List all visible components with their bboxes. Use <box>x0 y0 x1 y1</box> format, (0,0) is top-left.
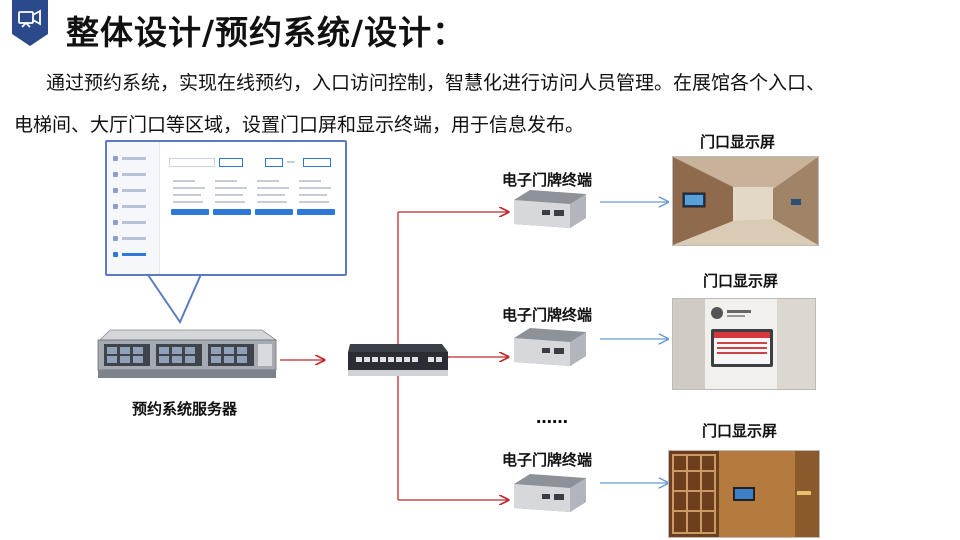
video-camera-icon <box>18 9 41 28</box>
intro-line-2: 电梯间、大厅门口等区域，设置门口屏和显示终端，用于信息发布。 <box>14 114 585 136</box>
door-screen-photo-1 <box>672 156 819 246</box>
door-screen-photo-2 <box>672 298 816 390</box>
screen-label-3: 门口显示屏 <box>702 422 778 440</box>
panel-sidebar <box>107 142 160 274</box>
ellipsis: …… <box>536 408 568 427</box>
intro-paragraph: 通过预约系统，实现在线预约，入口访问控制，智慧化进行访问人员管理。在展馆各个入口… <box>14 62 944 146</box>
header-badge <box>12 0 48 46</box>
door-screen-photo-3 <box>668 450 820 538</box>
page-title: 整体设计/预约系统/设计： <box>66 13 467 52</box>
terminal-label-1: 电子门牌终端 <box>502 171 593 189</box>
network-switch-image <box>348 344 448 376</box>
terminal-box-1 <box>514 190 586 228</box>
screen-label-1: 门口显示屏 <box>700 133 776 151</box>
software-panel <box>105 140 347 276</box>
intro-line-1: 通过预约系统，实现在线预约，入口访问控制，智慧化进行访问人员管理。在展馆各个入口… <box>46 72 826 94</box>
server-label: 预约系统服务器 <box>132 400 238 418</box>
terminal-box-3 <box>514 474 586 512</box>
server-image <box>97 329 278 378</box>
terminal-label-2: 电子门牌终端 <box>502 306 593 324</box>
terminal-box-2 <box>514 328 586 366</box>
terminal-label-3: 电子门牌终端 <box>502 451 593 469</box>
screen-label-2: 门口显示屏 <box>703 272 779 290</box>
callout-pointer <box>145 271 203 325</box>
